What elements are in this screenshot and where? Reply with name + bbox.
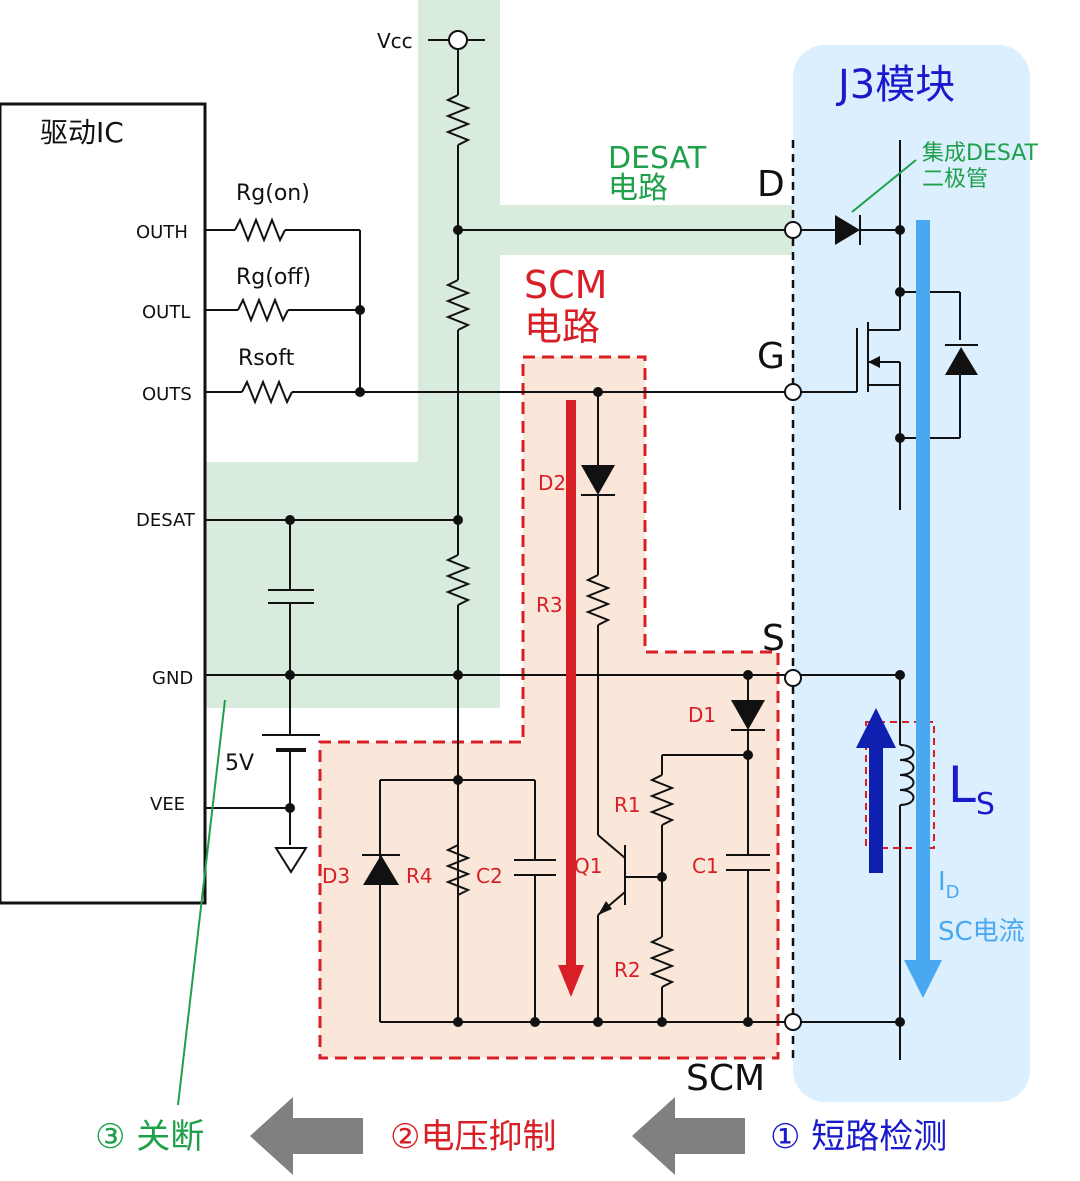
pin-outh: OUTH xyxy=(136,222,188,243)
d2-diode-icon xyxy=(581,465,615,495)
sc-current-label: SC电流 xyxy=(938,917,1025,947)
shutdown-leader xyxy=(177,699,226,1106)
module-terminals xyxy=(784,221,802,1031)
scm-bottom-label: SCM xyxy=(686,1058,765,1099)
pin-vee: VEE xyxy=(150,794,185,815)
driver-ic-box xyxy=(0,102,207,905)
id-label: ID xyxy=(938,867,960,903)
sc-current-arrow-head xyxy=(904,960,942,998)
ls-box xyxy=(865,721,935,849)
vcc-label: Vcc xyxy=(377,29,413,53)
d3-diode-icon xyxy=(363,855,399,885)
body-diode-icon xyxy=(945,347,978,375)
step3-label: ③ 关断 xyxy=(95,1117,204,1157)
scm-current-arrow-shaft xyxy=(566,400,576,970)
sc-current-arrow-shaft xyxy=(916,220,930,965)
scm-current-arrow-head xyxy=(558,965,584,997)
desat-diode-icon xyxy=(835,215,860,245)
rsoft-label: Rsoft xyxy=(238,346,295,371)
pin-gnd: GND xyxy=(152,668,193,689)
d2-label: D2 xyxy=(538,471,566,495)
step-arrow-right xyxy=(632,1097,745,1175)
module-title: J3模块 xyxy=(835,62,955,108)
d1-label: D1 xyxy=(688,703,716,727)
driver-ic-title: 驱动IC xyxy=(40,116,124,149)
scm-region xyxy=(318,355,780,1060)
c1-label: C1 xyxy=(692,854,719,878)
q1-label: Q1 xyxy=(574,854,602,878)
r1-label: R1 xyxy=(614,793,641,817)
terminal-s-label: S xyxy=(762,618,785,659)
pin-outs: OUTS xyxy=(142,384,192,405)
terminal-d-label: D xyxy=(757,164,785,205)
desat-diode-leader xyxy=(851,159,917,213)
diode-note-line1: 集成DESAT xyxy=(922,141,1039,166)
rg-on-label: Rg(on) xyxy=(236,181,310,206)
step-arrow-left xyxy=(250,1097,363,1175)
r4-label: R4 xyxy=(406,864,433,888)
step2-label: ②电压抑制 xyxy=(390,1117,556,1157)
rg-off-label: Rg(off) xyxy=(236,265,311,290)
ls-arrow-head xyxy=(856,708,896,748)
supply-label: 5V xyxy=(225,751,254,776)
q1-arrow-icon xyxy=(598,901,612,915)
module-region xyxy=(793,45,1030,1102)
d1-diode-icon xyxy=(731,700,765,730)
pin-outl: OUTL xyxy=(142,302,190,323)
ls-arrow-shaft xyxy=(869,745,883,873)
scm-title-line2: 电路 xyxy=(524,305,600,349)
desat-region xyxy=(205,0,795,708)
r3-label: R3 xyxy=(536,593,563,617)
ls-label: LS xyxy=(948,756,995,822)
r2-label: R2 xyxy=(614,958,641,982)
mosfet-arrow-icon xyxy=(868,356,880,368)
pin-desat: DESAT xyxy=(136,510,196,531)
d3-label: D3 xyxy=(322,864,350,888)
step1-label: ① 短路检测 xyxy=(770,1117,947,1157)
diode-note-line2: 二极管 xyxy=(922,167,988,192)
scm-title-line1: SCM xyxy=(524,263,607,307)
junction-dots xyxy=(285,225,905,1027)
desat-title-line1: DESAT xyxy=(608,141,707,176)
desat-title-line2: 电路 xyxy=(608,171,668,206)
c2-label: C2 xyxy=(476,864,503,888)
vcc-terminal xyxy=(448,30,468,50)
terminal-g-label: G xyxy=(757,336,785,377)
